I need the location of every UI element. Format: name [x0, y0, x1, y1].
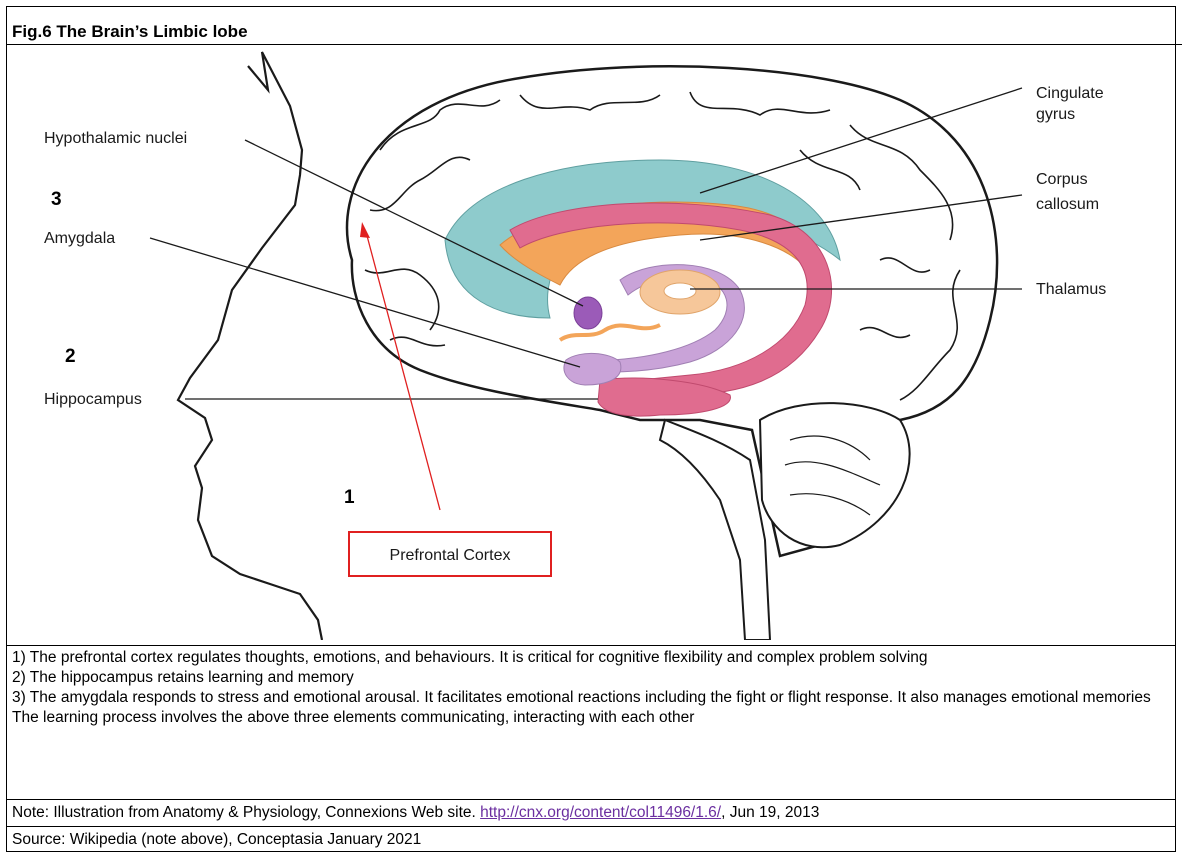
label-prefrontal-cortex: Prefrontal Cortex: [390, 547, 511, 564]
label-cingulate-1: Cingulate: [1036, 85, 1104, 102]
note-divider: [6, 799, 1176, 800]
amygdala: [564, 353, 621, 385]
label-cingulate-2: gyrus: [1036, 106, 1075, 123]
label-corpus-2: callosum: [1036, 196, 1099, 213]
number-3: 3: [51, 189, 62, 210]
source-divider: [6, 826, 1176, 827]
notes-divider: [6, 645, 1176, 646]
cerebellum: [760, 403, 910, 547]
number-2: 2: [65, 346, 76, 367]
note-citation: Note: Illustration from Anatomy & Physio…: [12, 804, 819, 822]
note-text: Illustration from Anatomy & Physiology, …: [49, 804, 480, 821]
label-amygdala: Amygdala: [44, 230, 115, 247]
source-line: Source: Wikipedia (note above), Concepta…: [12, 831, 421, 849]
note-2: 2) The hippocampus retains learning and …: [12, 668, 1162, 688]
label-thalamus: Thalamus: [1036, 281, 1106, 298]
label-corpus-1: Corpus: [1036, 171, 1088, 188]
figure-title: Fig.6 The Brain’s Limbic lobe: [12, 22, 248, 42]
notes: 1) The prefrontal cortex regulates thoug…: [12, 648, 1162, 728]
note-suffix: , Jun 19, 2013: [721, 804, 819, 821]
note-4: The learning process involves the above …: [12, 708, 1162, 728]
label-hippocampus: Hippocampus: [44, 391, 142, 408]
hypothalamus: [574, 297, 602, 329]
title-divider: [6, 44, 1182, 45]
label-hypothalamic-nuclei: Hypothalamic nuclei: [44, 130, 187, 147]
note-1: 1) The prefrontal cortex regulates thoug…: [12, 648, 1162, 668]
note-prefix: Note:: [12, 804, 49, 821]
limbic-diagram: Hypothalamic nuclei Amygdala Hippocampus…: [7, 46, 1175, 640]
head-profile: [178, 52, 322, 640]
brainstem: [660, 420, 770, 640]
citation-link[interactable]: http://cnx.org/content/col11496/1.6/: [480, 804, 721, 821]
note-3: 3) The amygdala responds to stress and e…: [12, 688, 1162, 708]
number-1: 1: [344, 487, 355, 508]
